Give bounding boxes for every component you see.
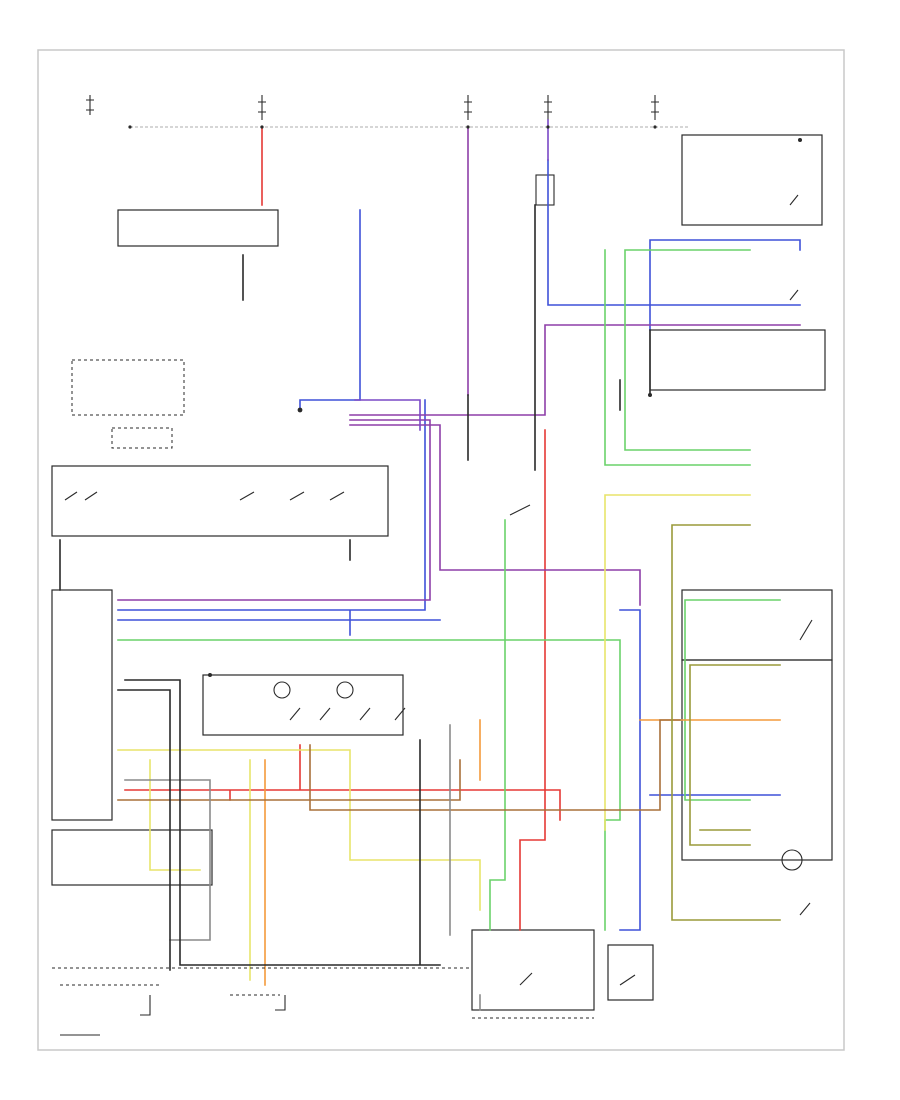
switch-contacts [64,174,813,986]
fuse-right [651,95,659,120]
fuse-center-left [258,95,266,120]
wire-orange [264,719,781,986]
terminal-dots [128,125,802,677]
wire-black [59,204,651,971]
fuse-center-right [544,95,552,120]
radiator-fan-relay-box [607,944,654,1001]
wire-brown [117,719,681,811]
ground-region [52,967,594,1036]
heater-control-panel [51,465,389,537]
ac-switch-box [202,674,404,736]
thermo-sensor-box [51,829,213,886]
wires [59,119,801,1011]
wire-olive [671,524,781,921]
wire-gray [124,724,481,1011]
wire-purple [117,126,801,606]
diagram-frame [37,49,845,1051]
blower-motor-relay-box [117,209,279,247]
wire-red [124,126,561,931]
ac-compressor-relay-box [71,359,185,416]
fuse-group-top [86,95,659,120]
wire-blue [117,159,801,931]
relay-module-top-right [681,134,823,226]
wire-violet [354,119,549,431]
relay-module-mid-right [649,329,826,391]
dual-pressure-switch-box [681,589,833,661]
fuse-center [464,95,472,120]
wire-green [117,249,781,931]
fuse-left [86,95,94,115]
control-unit-connector [51,589,113,821]
wire-yellow [117,494,751,981]
compressor-clutch-relay-box [471,929,595,1011]
